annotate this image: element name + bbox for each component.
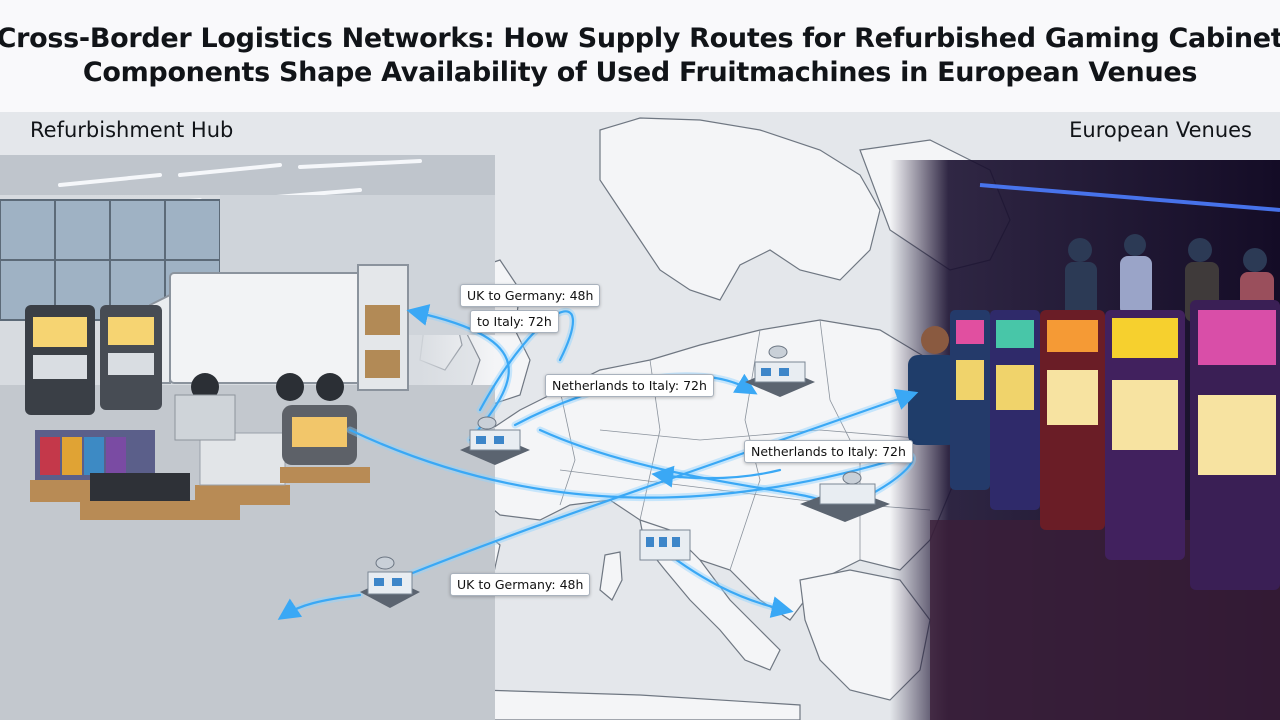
component-pallets (30, 394, 370, 520)
refurbishment-hub-scene (0, 155, 495, 720)
route-label-netherlands-italy-mid: Netherlands to Italy: 72h (545, 374, 714, 397)
european-venues-label: European Venues (1069, 118, 1252, 142)
page-title-line-1: Cross-Border Logistics Networks: How Sup… (0, 23, 1280, 54)
slot-machine-icon (25, 305, 162, 415)
route-label-uk-germany-top: UK to Germany: 48h (460, 284, 601, 307)
refurbishment-hub-label: Refurbishment Hub (30, 118, 234, 142)
truck-icon (139, 264, 409, 401)
route-label-netherlands-italy-right: Netherlands to Italy: 72h (744, 440, 913, 463)
route-label-to-italy-top: to Italy: 72h (470, 310, 559, 333)
page-title-line-2: Components Shape Availability of Used Fr… (82, 57, 1198, 88)
slot-machine-icon (950, 300, 1280, 590)
route-label-uk-germany-bottom: UK to Germany: 48h (450, 573, 591, 596)
title-banner: Cross-Border Logistics Networks: How Sup… (0, 0, 1280, 112)
european-venues-scene (890, 160, 1280, 720)
